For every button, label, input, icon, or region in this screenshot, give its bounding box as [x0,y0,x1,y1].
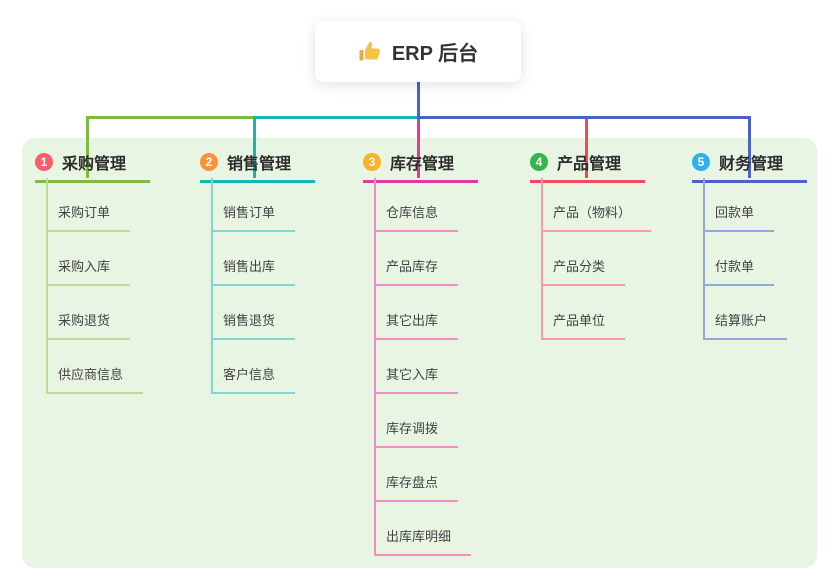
child-node[interactable]: 结算账户 [705,310,788,340]
child-node[interactable]: 出库库明细 [376,526,472,556]
branch-finance-children: 回款单 付款单 结算账户 [703,178,788,340]
connector-drop-purchase [86,116,89,178]
child-node[interactable]: 销售出库 [213,256,296,286]
branch-label: 财务管理 [719,156,784,173]
connector-drop-sales [253,116,256,178]
child-node[interactable]: 销售退货 [213,310,296,340]
connector-root-stem [417,82,420,118]
child-node[interactable]: 回款单 [705,202,775,232]
branch-label: 采购管理 [62,156,127,173]
branch-number-badge: 1 [35,153,53,171]
connector-trunk-right [417,116,751,119]
branch-purchase: 1 采购管理 采购订单 采购入库 采购退货 供应商信息 [35,150,150,394]
branch-number-badge: 5 [692,153,710,171]
branches-panel [22,138,817,568]
branch-label: 库存管理 [390,156,455,173]
child-node[interactable]: 销售订单 [213,202,296,232]
child-node[interactable]: 其它入库 [376,364,459,394]
child-node[interactable]: 供应商信息 [48,364,144,394]
branch-label: 销售管理 [227,156,292,173]
child-node[interactable]: 仓库信息 [376,202,459,232]
branch-product-children: 产品（物料） 产品分类 产品单位 [541,178,652,340]
root-node[interactable]: ERP 后台 [315,21,521,82]
branch-number-badge: 2 [200,153,218,171]
branch-sales: 2 销售管理 销售订单 销售出库 销售退货 客户信息 [200,150,315,394]
connector-trunk-mid [253,116,419,119]
child-node[interactable]: 库存调拨 [376,418,459,448]
child-node[interactable]: 采购退货 [48,310,131,340]
branch-finance-node[interactable]: 5 财务管理 [692,150,807,183]
branch-purchase-children: 采购订单 采购入库 采购退货 供应商信息 [46,178,144,394]
connector-drop-inventory [417,119,420,178]
child-node[interactable]: 库存盘点 [376,472,459,502]
child-node[interactable]: 产品分类 [543,256,626,286]
branch-inventory-children: 仓库信息 产品库存 其它出库 其它入库 库存调拨 库存盘点 出库库明细 [374,178,472,556]
branch-finance: 5 财务管理 回款单 付款单 结算账户 [692,150,807,340]
child-node[interactable]: 采购订单 [48,202,131,232]
branch-inventory-node[interactable]: 3 库存管理 [363,150,478,183]
root-node-label: ERP 后台 [391,43,479,65]
connector-trunk-left [86,116,255,119]
thumbs-up-icon [358,40,382,64]
child-node[interactable]: 客户信息 [213,364,296,394]
branch-product-node[interactable]: 4 产品管理 [530,150,645,183]
branch-number-badge: 4 [530,153,548,171]
connector-drop-product [585,119,588,178]
child-node[interactable]: 产品（物料） [543,202,652,232]
branch-number-badge: 3 [363,153,381,171]
branch-sales-node[interactable]: 2 销售管理 [200,150,315,183]
branch-label: 产品管理 [557,156,622,173]
branch-purchase-node[interactable]: 1 采购管理 [35,150,150,183]
child-node[interactable]: 产品库存 [376,256,459,286]
branch-sales-children: 销售订单 销售出库 销售退货 客户信息 [211,178,296,394]
child-node[interactable]: 采购入库 [48,256,131,286]
child-node[interactable]: 其它出库 [376,310,459,340]
child-node[interactable]: 产品单位 [543,310,626,340]
branch-inventory: 3 库存管理 仓库信息 产品库存 其它出库 其它入库 库存调拨 库存盘点 出库库… [363,150,478,556]
branch-product: 4 产品管理 产品（物料） 产品分类 产品单位 [530,150,652,340]
child-node[interactable]: 付款单 [705,256,775,286]
connector-drop-finance [748,116,751,178]
